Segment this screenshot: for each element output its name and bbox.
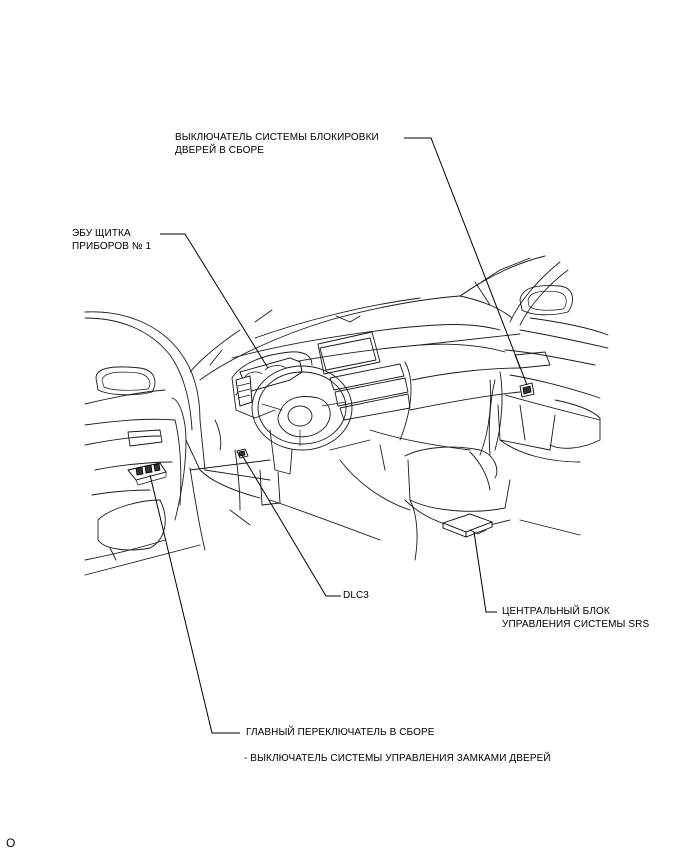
leader-door-lock-switch bbox=[404, 137, 528, 386]
left-door-drawing bbox=[84, 311, 206, 576]
leader-srs-unit bbox=[473, 531, 497, 613]
figure-code: O bbox=[6, 836, 16, 850]
srs-unit-label: ЦЕНТРАЛЬНЫЙ БЛОК УПРАВЛЕНИЯ СИСТЕМЫ SRS bbox=[502, 606, 650, 630]
right-door-drawing bbox=[459, 255, 609, 463]
leader-meter-ecu bbox=[160, 233, 269, 369]
master-switch-sublabel: - ВЫКЛЮЧАТЕЛЬ СИСТЕМЫ УПРАВЛЕНИЯ ЗАМКАМИ… bbox=[244, 753, 551, 764]
leader-lines bbox=[149, 137, 528, 734]
door-lock-switch-label: ВЫКЛЮЧАТЕЛЬ СИСТЕМЫ БЛОКИРОВКИ ДВЕРЕЙ В … bbox=[175, 132, 379, 156]
master-switch-label: ГЛАВНЫЙ ПЕРЕКЛЮЧАТЕЛЬ В СБОРЕ bbox=[246, 727, 435, 738]
dashboard-drawing bbox=[189, 257, 581, 561]
master-switch-part bbox=[127, 462, 167, 486]
leader-master-switch bbox=[149, 474, 240, 734]
dlc3-label: DLC3 bbox=[343, 590, 369, 601]
meter-ecu-label: ЭБУ ЩИТКА ПРИБОРОВ № 1 bbox=[72, 228, 152, 252]
leader-dlc3 bbox=[241, 454, 341, 597]
